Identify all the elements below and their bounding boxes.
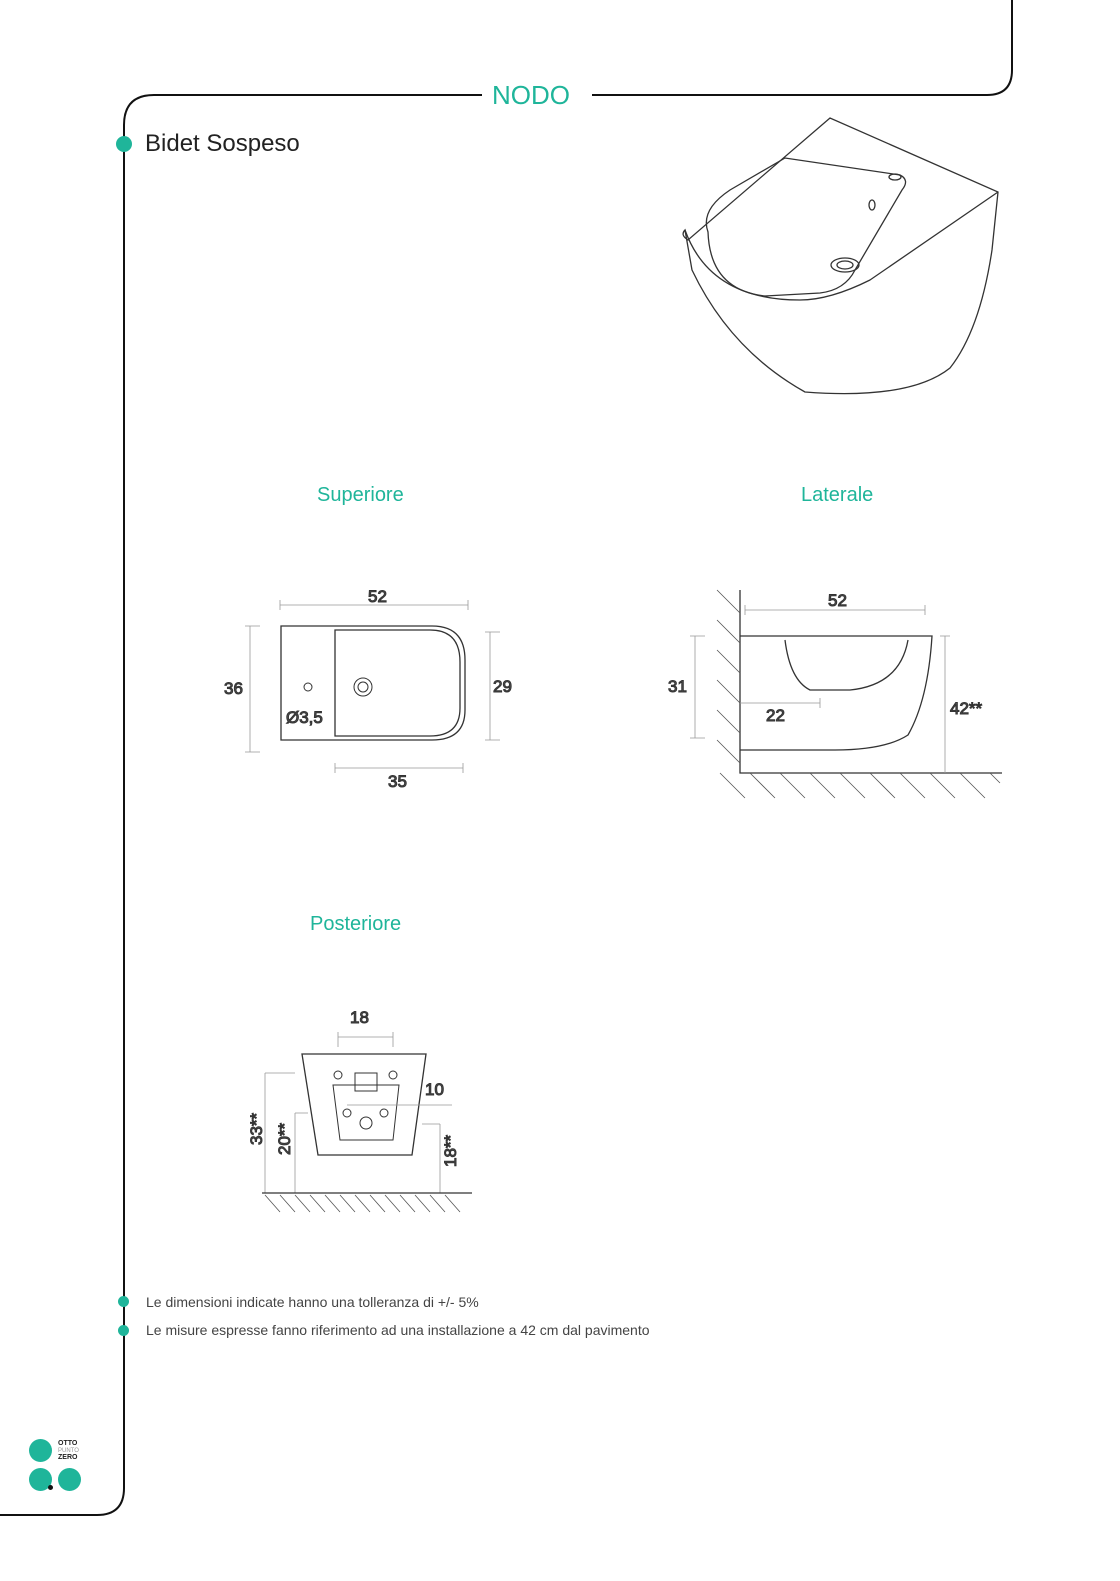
dim-depth: 36 [224, 679, 243, 698]
view-label-top: Superiore [317, 484, 404, 506]
dim-bowl-depth: 29 [493, 677, 512, 696]
view-label-rear: Posteriore [310, 913, 402, 935]
product-perspective-image [682, 117, 999, 395]
note-installation: Le misure espresse fanno riferimento ad … [146, 1322, 650, 1338]
dim-supply: 18** [441, 1134, 460, 1167]
dim-total: 33** [247, 1112, 266, 1145]
dim-fixing: 18 [350, 1008, 369, 1027]
bullet-icon [116, 136, 132, 152]
series-title: NODO [492, 80, 570, 110]
dim-bowl-width: 35 [388, 772, 407, 791]
dim-waste: 20** [275, 1122, 294, 1155]
dim-length: 52 [828, 591, 847, 610]
dim-drain: 22 [766, 706, 785, 725]
dim-inlet: 10 [425, 1080, 444, 1099]
view-label-side: Laterale [801, 484, 874, 506]
note-tolerance: Le dimensioni indicate hanno una tollera… [146, 1294, 479, 1310]
dim-height: 31 [668, 677, 687, 696]
top-view-drawing: 52 36 29 35 Ø3,5 [224, 587, 513, 792]
side-view-drawing: 52 31 22 42** [668, 589, 1002, 799]
dim-width: 52 [368, 587, 387, 606]
dim-hole: Ø3,5 [286, 708, 323, 727]
bullet-icon [118, 1296, 129, 1307]
bullet-icon [118, 1325, 129, 1336]
product-title: Bidet Sospeso [145, 130, 300, 157]
dim-floor-height: 42** [950, 699, 983, 718]
rear-view-drawing: 18 10 33** 20** 18** [247, 1008, 472, 1213]
brand-logo: OTTO PUNTO ZERO [29, 1439, 89, 1491]
